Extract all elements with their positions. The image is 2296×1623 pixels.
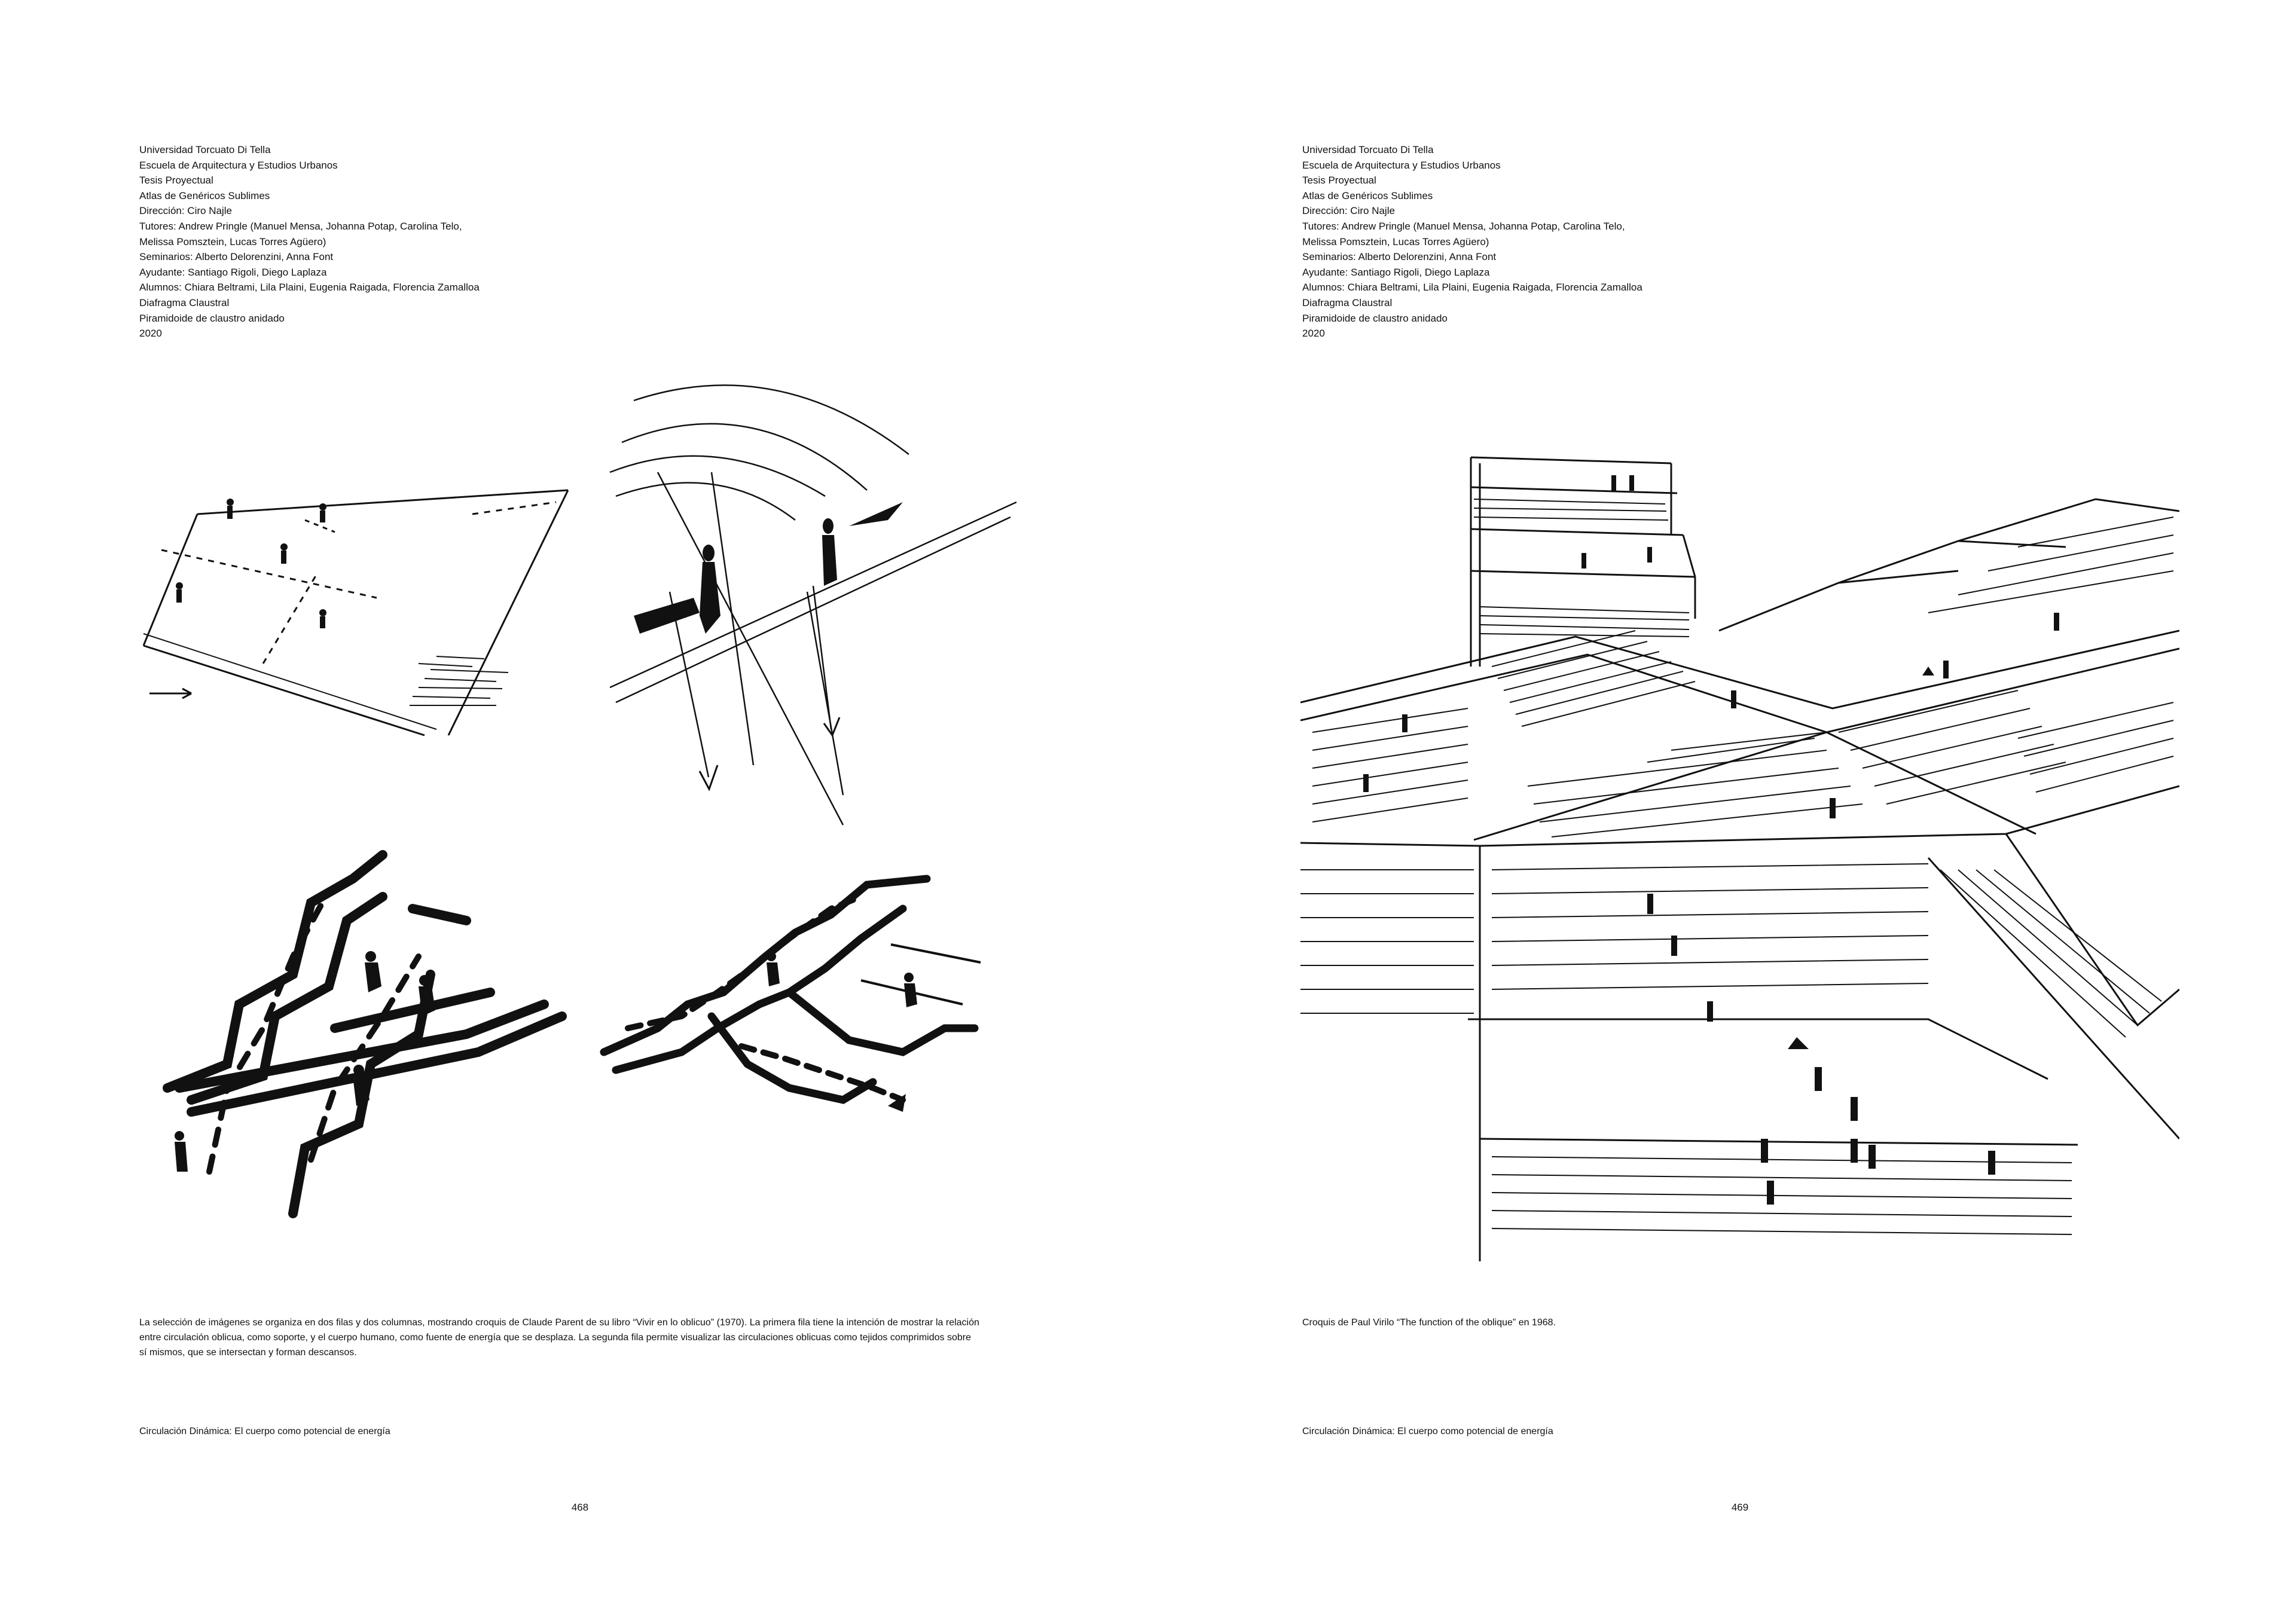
caption-line: entre circulación oblicua, como soporte,… [139,1332,971,1343]
header-line: Tesis Proyectual [1302,175,1376,187]
right-page: Universidad Torcuato Di Tella Escuela de… [1148,0,2296,1623]
header-line: Diafragma Claustral [139,297,230,308]
header-line: Escuela de Arquitectura y Estudios Urban… [139,159,338,171]
header-line: 2020 [139,328,162,340]
header-line: Seminarios: Alberto Delorenzini, Anna Fo… [1302,251,1497,263]
header-line: Dirección: Ciro Najle [139,205,232,217]
header-line: Melissa Pomsztein, Lucas Torres Agüero) [1302,236,1489,247]
left-section-title: Circulación Dinámica: El cuerpo como pot… [139,1426,390,1436]
header-line: Ayudante: Santiago Rigoli, Diego Laplaza [1302,266,1490,278]
sketch-inclined-plane [138,466,580,753]
sketch-oblique-landscape [1300,451,2179,1261]
header-line: 2020 [1302,328,1325,340]
header-line: Diafragma Claustral [1302,297,1393,308]
left-caption: La selección de imágenes se organiza en … [139,1315,1024,1360]
sketch-figures-slope [598,377,1028,831]
header-line: Piramidoide de claustro anidado [1302,312,1448,324]
page-number-left: 468 [571,1502,589,1513]
header-line: Alumnos: Chiara Beltrami, Lila Plaini, E… [139,282,480,294]
header-line: Tesis Proyectual [139,175,213,187]
header-line: Escuela de Arquitectura y Estudios Urban… [1302,159,1501,171]
sketch-stair-network-a [155,837,586,1219]
header-line: Atlas de Genéricos Sublimes [1302,189,1433,201]
right-caption: Croquis de Paul Virilo “The function of … [1302,1315,2187,1330]
header-line: Tutores: Andrew Pringle (Manuel Mensa, J… [139,220,462,232]
caption-line: sí mismos, que se intersectan y forman d… [139,1347,357,1358]
sketch-stair-network-b [592,873,1010,1112]
left-page: Universidad Torcuato Di Tella Escuela de… [138,142,1148,1513]
right-section-title: Circulación Dinámica: El cuerpo como pot… [1302,1426,1553,1436]
header-line: Universidad Torcuato Di Tella [139,144,271,155]
header-line: Dirección: Ciro Najle [1302,205,1395,217]
header-line: Alumnos: Chiara Beltrami, Lila Plaini, E… [1302,282,1642,294]
header-line: Universidad Torcuato Di Tella [1302,144,1434,155]
header-line: Melissa Pomsztein, Lucas Torres Agüero) [139,236,326,247]
header-line: Tutores: Andrew Pringle (Manuel Mensa, J… [1302,220,1625,232]
right-header-block: Universidad Torcuato Di Tella Escuela de… [1302,142,1642,341]
header-line: Atlas de Genéricos Sublimes [139,189,270,201]
caption-line: La selección de imágenes se organiza en … [139,1318,979,1328]
left-header-block: Universidad Torcuato Di Tella Escuela de… [139,142,480,341]
caption-line: Croquis de Paul Virilo “The function of … [1302,1318,1556,1328]
header-line: Piramidoide de claustro anidado [139,312,285,324]
page-number-right: 469 [1731,1502,1749,1513]
header-line: Seminarios: Alberto Delorenzini, Anna Fo… [139,251,334,263]
header-line: Ayudante: Santiago Rigoli, Diego Laplaza [139,266,327,278]
